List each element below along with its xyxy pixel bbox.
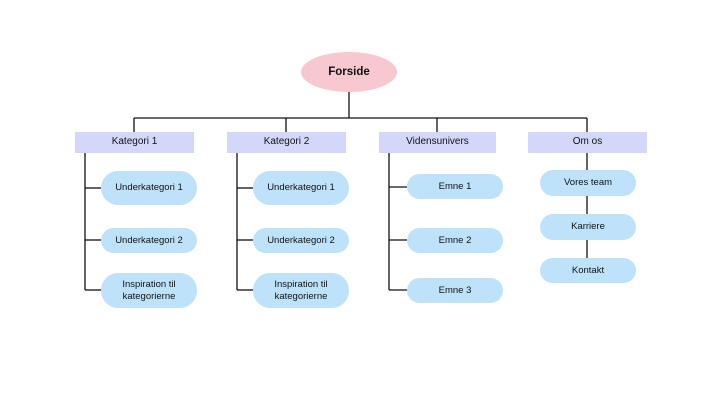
leaf-node: Underkategori 1 (253, 171, 349, 205)
leaf-node: Underkategori 1 (101, 171, 197, 205)
category-node-2: Kategori 2 (227, 132, 346, 153)
category-node-4: Om os (528, 132, 647, 153)
leaf-node: Vores team (540, 170, 636, 196)
leaf-node: Inspiration til kategorierne (253, 273, 349, 308)
leaf-node: Kontakt (540, 258, 636, 283)
leaf-node: Emne 1 (407, 174, 503, 199)
leaf-node: Karriere (540, 214, 636, 240)
category-node-3: Vidensunivers (379, 132, 496, 153)
root-node: Forside (301, 52, 397, 92)
leaf-node: Inspiration til kategorierne (101, 273, 197, 308)
leaf-node: Underkategori 2 (253, 228, 349, 253)
leaf-node: Emne 2 (407, 228, 503, 253)
leaf-node: Emne 3 (407, 278, 503, 303)
category-node-1: Kategori 1 (75, 132, 194, 153)
leaf-node: Underkategori 2 (101, 228, 197, 253)
